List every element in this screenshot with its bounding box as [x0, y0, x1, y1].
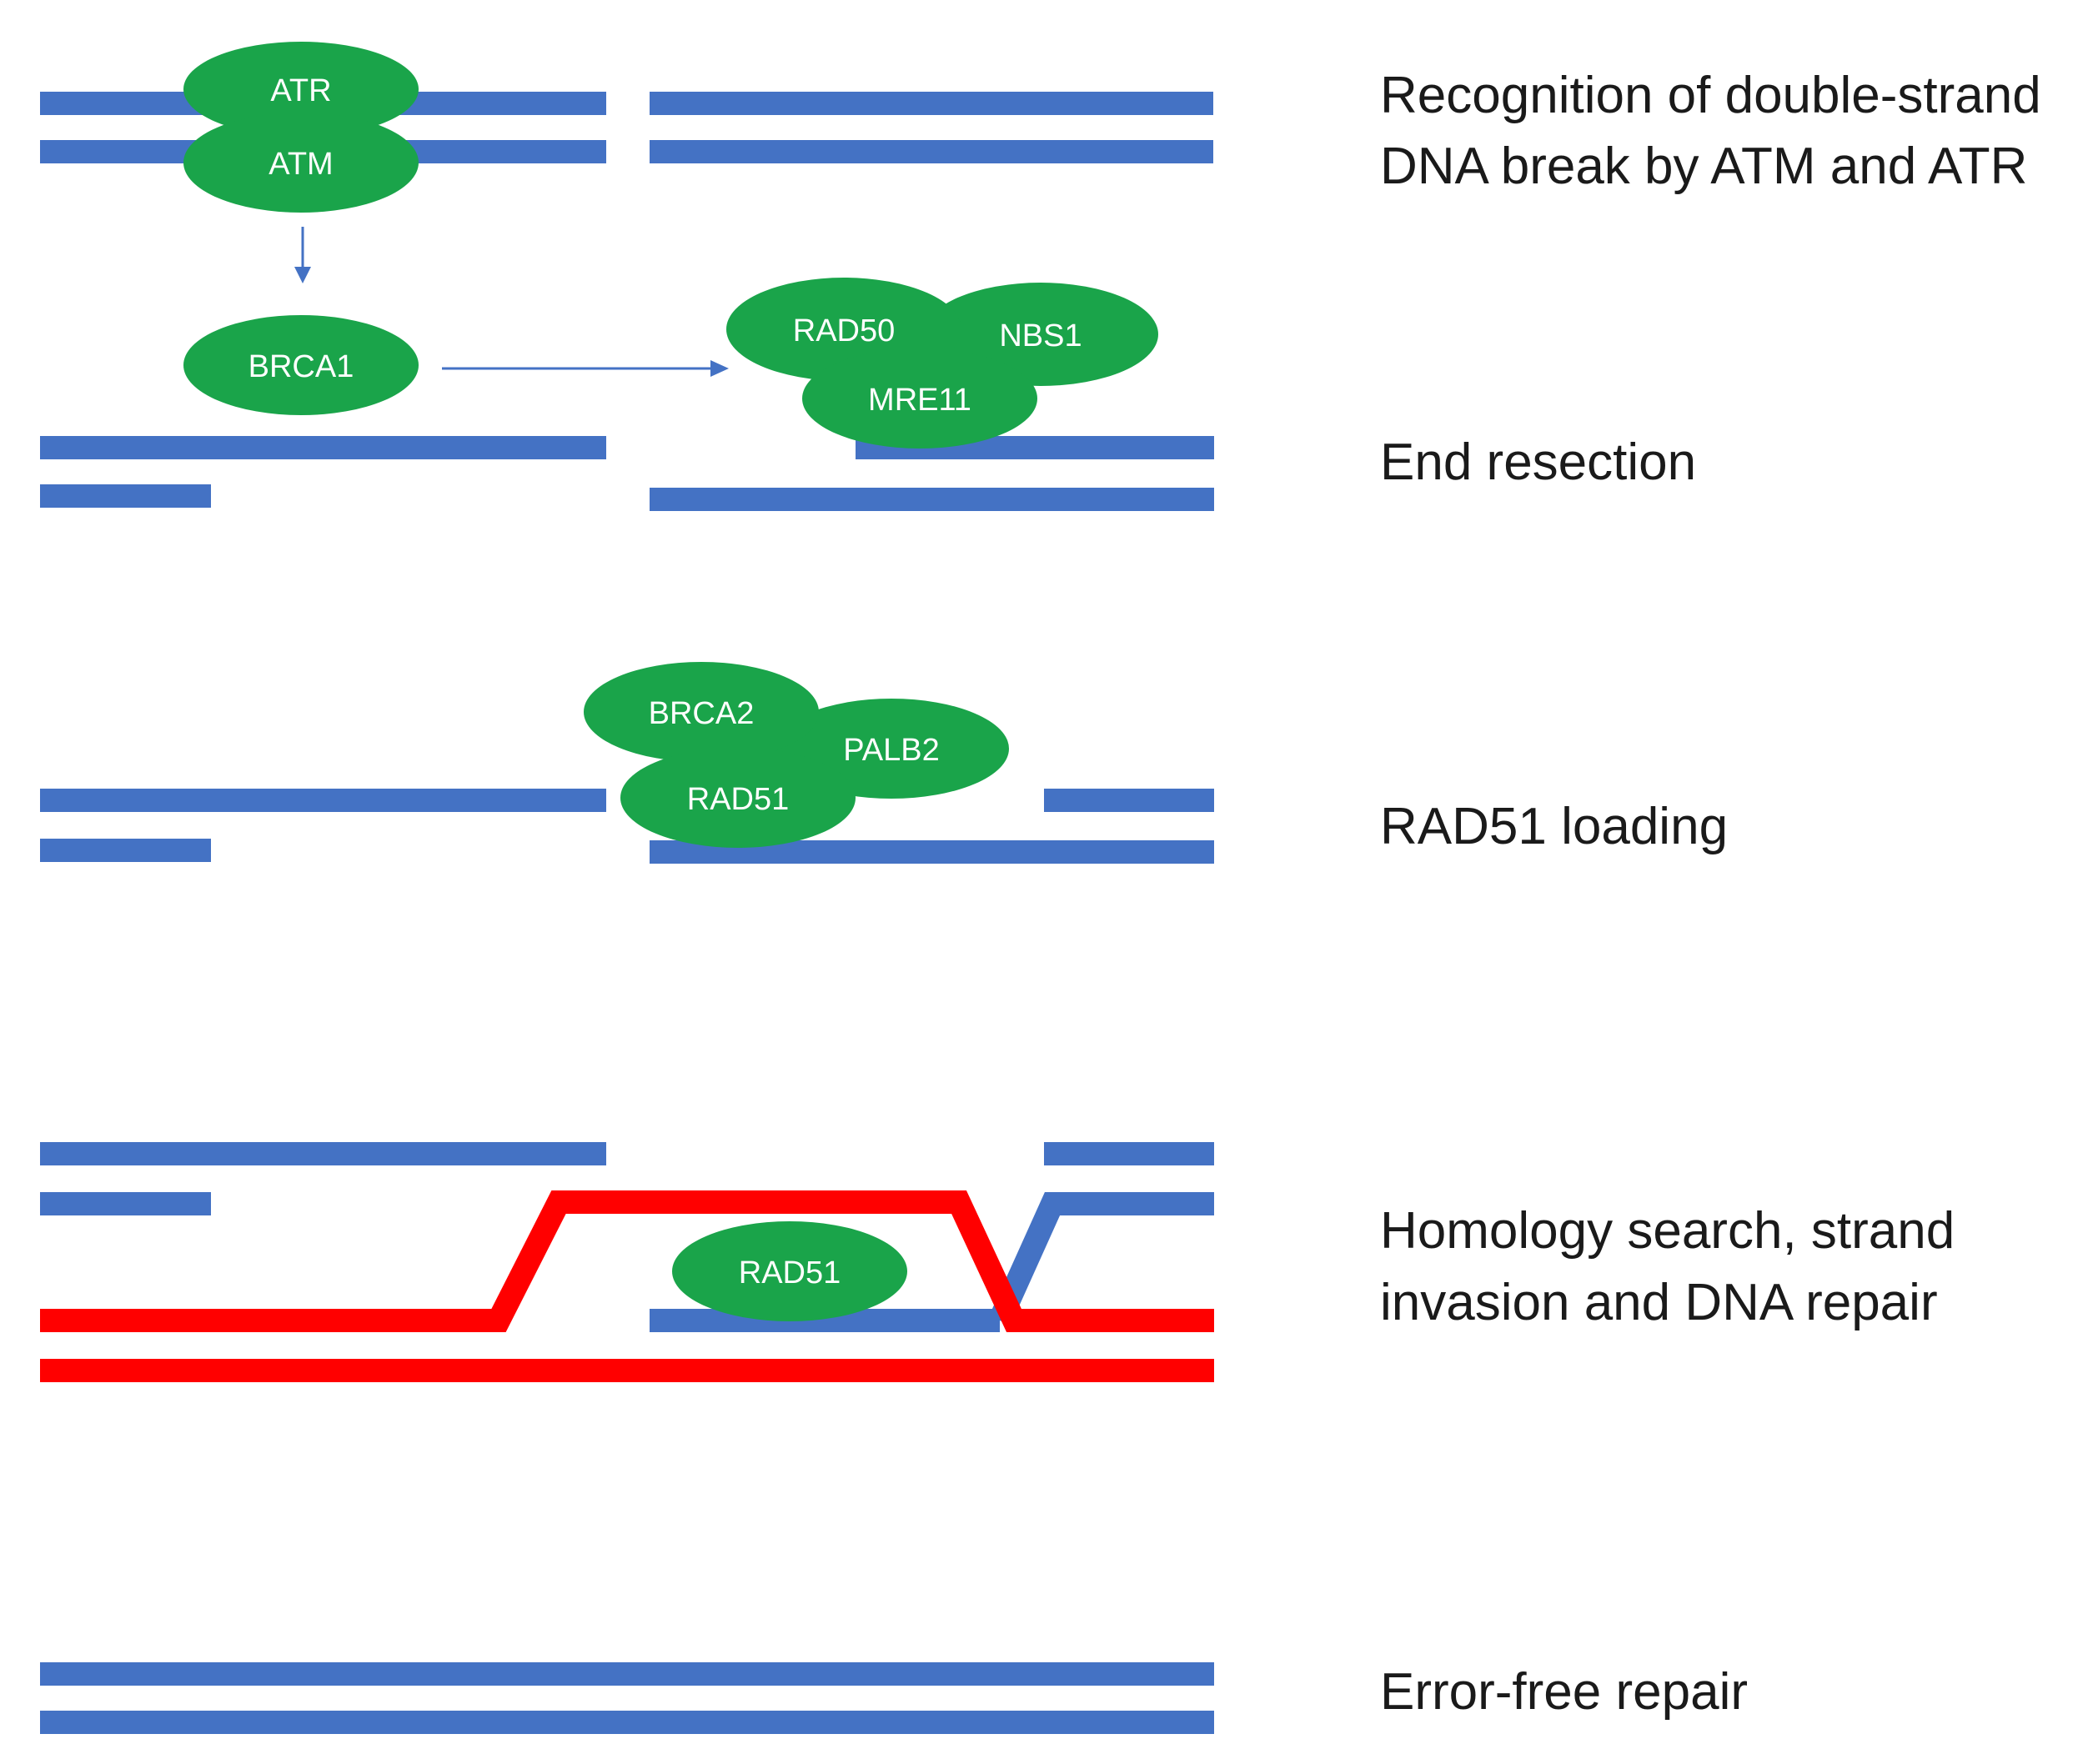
step-end-resection: BRCA1 NBS1 RAD50 MRE11 End resection: [40, 278, 1696, 511]
step-homology-search: RAD51 Homology search, strand invasion a…: [40, 1142, 1955, 1382]
protein-brca2: BRCA2: [584, 662, 819, 762]
protein-brca1-label: BRCA1: [248, 349, 354, 384]
arrow-atm-to-brca1-head: [294, 267, 311, 283]
protein-mre11: MRE11: [802, 348, 1037, 449]
protein-brca1: BRCA1: [183, 315, 419, 415]
protein-atr: ATR: [183, 42, 419, 137]
step-5-label: Error-free repair: [1380, 1663, 1748, 1721]
protein-mre11-shape: [802, 348, 1037, 449]
protein-atm-label: ATM: [269, 147, 333, 182]
dna-strand-top-left: [40, 1142, 606, 1165]
protein-rad51: RAD51: [620, 748, 856, 848]
dna-strand-top-right: [650, 92, 1213, 115]
dna-strand-top: [40, 1662, 1214, 1686]
dna-strand-bottom-left-short: [40, 484, 211, 508]
protein-atm-shape: [183, 113, 419, 213]
step-4-label-line-2: invasion and DNA repair: [1380, 1274, 1938, 1331]
protein-rad51-label: RAD51: [739, 1255, 841, 1290]
dna-strand-top-right-short: [1044, 789, 1214, 812]
protein-brca2-shape: [584, 662, 819, 762]
protein-rad51-shape: [672, 1221, 907, 1321]
protein-rad51-shape: [620, 748, 856, 848]
step-error-free-repair: Error-free repair: [40, 1662, 1748, 1734]
protein-rad51: RAD51: [672, 1221, 907, 1321]
dna-strand-top-right-short: [1044, 1142, 1214, 1165]
protein-nbs1-label: NBS1: [999, 318, 1082, 353]
template-strand-bottom: [40, 1359, 1214, 1382]
arrow-brca1-to-mrn-head: [710, 360, 729, 377]
arrow-atm-to-brca1: [294, 227, 311, 283]
protein-atr-label: ATR: [270, 73, 331, 108]
step-recognition: ATR ATM Recognition of double-strand DNA…: [40, 42, 2041, 283]
dna-strand-top-left: [40, 436, 606, 459]
dna-strand-bottom-left-short: [40, 1192, 211, 1215]
dna-strands: [40, 1142, 1214, 1332]
dna-strand-invading-crossover: [989, 1192, 1214, 1326]
protein-palb2-label: PALB2: [843, 733, 939, 768]
step-rad51-loading: PALB2 BRCA2 RAD51 RAD51 loading: [40, 662, 1728, 864]
protein-atm: ATM: [183, 113, 419, 213]
dna-strands: [40, 436, 1214, 511]
dna-strand-bottom: [40, 1711, 1214, 1734]
step-1-label-line-1: Recognition of double-strand: [1380, 67, 2041, 124]
step-2-label: End resection: [1380, 433, 1696, 491]
dna-strand-bottom-left-short: [40, 839, 211, 862]
protein-atr-shape: [183, 42, 419, 137]
step-1-label-line-2: DNA break by ATM and ATR: [1380, 138, 2027, 195]
dna-strand-bottom-right: [650, 488, 1214, 511]
protein-brca1-shape: [183, 315, 419, 415]
arrow-brca1-to-mrn: [442, 360, 729, 377]
dna-strand-bottom-right: [650, 140, 1213, 163]
dna-strand-top-left: [40, 789, 606, 812]
protein-rad51-label: RAD51: [687, 782, 790, 817]
dna-strands: [40, 1662, 1214, 1734]
protein-mre11-label: MRE11: [868, 383, 971, 418]
protein-rad50-label: RAD50: [793, 313, 896, 348]
protein-brca2-label: BRCA2: [649, 696, 755, 731]
template-strands: [40, 1190, 1214, 1382]
step-3-label: RAD51 loading: [1380, 798, 1728, 855]
template-strand-displaced: [40, 1190, 1214, 1332]
step-4-label-line-1: Homology search, strand: [1380, 1202, 1955, 1260]
